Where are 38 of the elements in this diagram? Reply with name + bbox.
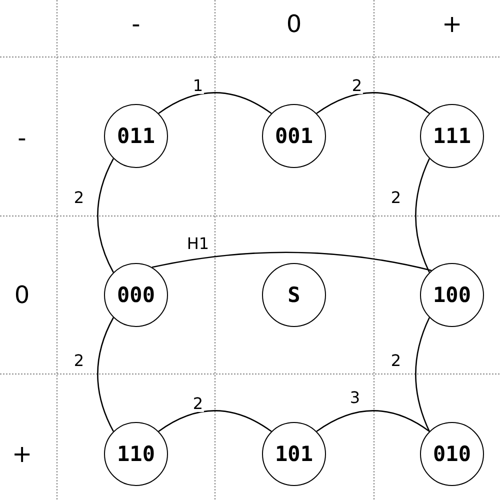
state-code: 110 — [117, 442, 155, 466]
state-circle — [420, 263, 484, 327]
state-circle — [262, 104, 326, 168]
state-code: 010 — [433, 442, 471, 466]
edge-label: 2 — [72, 190, 86, 206]
edge-label: 1 — [192, 78, 204, 94]
state-code: 001 — [275, 124, 313, 148]
column-header: + — [442, 12, 462, 36]
state-circle — [262, 422, 326, 486]
column-header: - — [132, 12, 140, 36]
connector-line — [158, 92, 272, 114]
state-code: 111 — [433, 124, 471, 148]
edge-label: 2 — [390, 353, 402, 369]
row-header: - — [18, 126, 26, 150]
edge-label: 2 — [72, 353, 86, 369]
state-code: 011 — [117, 124, 155, 148]
row-header: + — [12, 442, 32, 466]
edge-label: 2 — [390, 190, 402, 206]
state-code: 100 — [433, 283, 471, 307]
edge-label: 2 — [192, 396, 204, 412]
connector-line — [415, 317, 430, 432]
row-header: 0 — [14, 283, 30, 307]
connector-line — [97, 158, 114, 273]
connector-line — [152, 252, 432, 272]
state-circle — [420, 104, 484, 168]
edge-label: H1 — [186, 236, 210, 252]
state-circle — [104, 263, 168, 327]
state-code: 101 — [275, 442, 313, 466]
connector-line — [415, 158, 430, 273]
connector-line — [316, 410, 430, 432]
state-code: 000 — [117, 283, 155, 307]
state-code: S — [288, 283, 300, 307]
column-header: 0 — [286, 12, 302, 36]
connector-line — [97, 317, 114, 432]
edge-label: 2 — [350, 78, 364, 94]
edge-label: 3 — [348, 390, 362, 406]
connector-line — [158, 410, 272, 432]
connector-line — [316, 92, 430, 114]
